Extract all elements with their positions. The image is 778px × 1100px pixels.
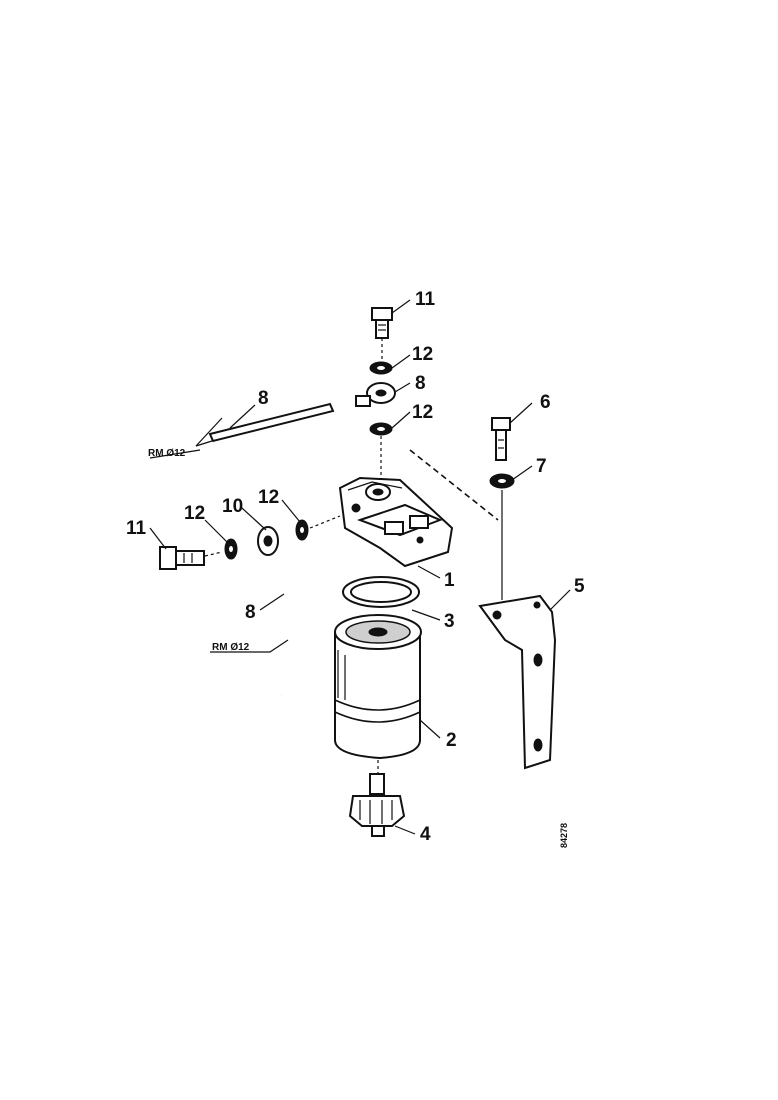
callout-8-upper: 8 — [258, 388, 269, 409]
banjo-bolt-upper — [371, 307, 393, 339]
banjo-fitting-left — [257, 526, 279, 556]
sealing-washer-upper-1 — [369, 361, 393, 375]
callout-2: 2 — [446, 730, 457, 751]
fuel-pipe-upper — [195, 402, 335, 447]
fuel-pipe-lower — [267, 557, 302, 698]
filter-head — [338, 476, 454, 568]
callout-5: 5 — [574, 576, 585, 597]
drain-plug — [348, 773, 406, 837]
sealing-washer-left-1 — [224, 538, 238, 560]
figure-reference-number: 84278 — [559, 823, 569, 848]
bracket-bolt — [491, 417, 511, 461]
callout-1: 1 — [444, 570, 455, 591]
callout-3: 3 — [444, 611, 455, 632]
callout-11-upper: 11 — [415, 289, 436, 310]
callout-12-left-1: 12 — [184, 503, 205, 524]
callout-7: 7 — [536, 456, 547, 477]
leader-lines — [149, 299, 571, 835]
callout-12-upper-1: 12 — [412, 344, 433, 365]
callout-10-upper: 8 — [415, 373, 426, 394]
pipe-spec-upper: RM Ø12 — [148, 448, 186, 459]
callout-12-left-2: 12 — [258, 487, 279, 508]
callout-10-left: 10 — [222, 496, 243, 517]
callout-12-upper-2: 12 — [412, 402, 433, 423]
callout-8-lower: 8 — [245, 602, 256, 623]
sealing-washer-upper-2 — [369, 422, 393, 436]
pipe-spec-lower: RM Ø12 — [212, 642, 250, 653]
callout-6: 6 — [540, 392, 551, 413]
callout-11-left: 11 — [126, 518, 147, 539]
sealing-washer-left-2 — [295, 519, 309, 541]
sealing-ring — [342, 576, 420, 608]
banjo-fitting-upper — [355, 382, 396, 407]
bracket-washer — [489, 473, 515, 489]
banjo-bolt-left — [159, 546, 205, 570]
mounting-bracket — [478, 594, 557, 770]
filter-element — [334, 614, 422, 760]
callout-4: 4 — [420, 824, 431, 845]
